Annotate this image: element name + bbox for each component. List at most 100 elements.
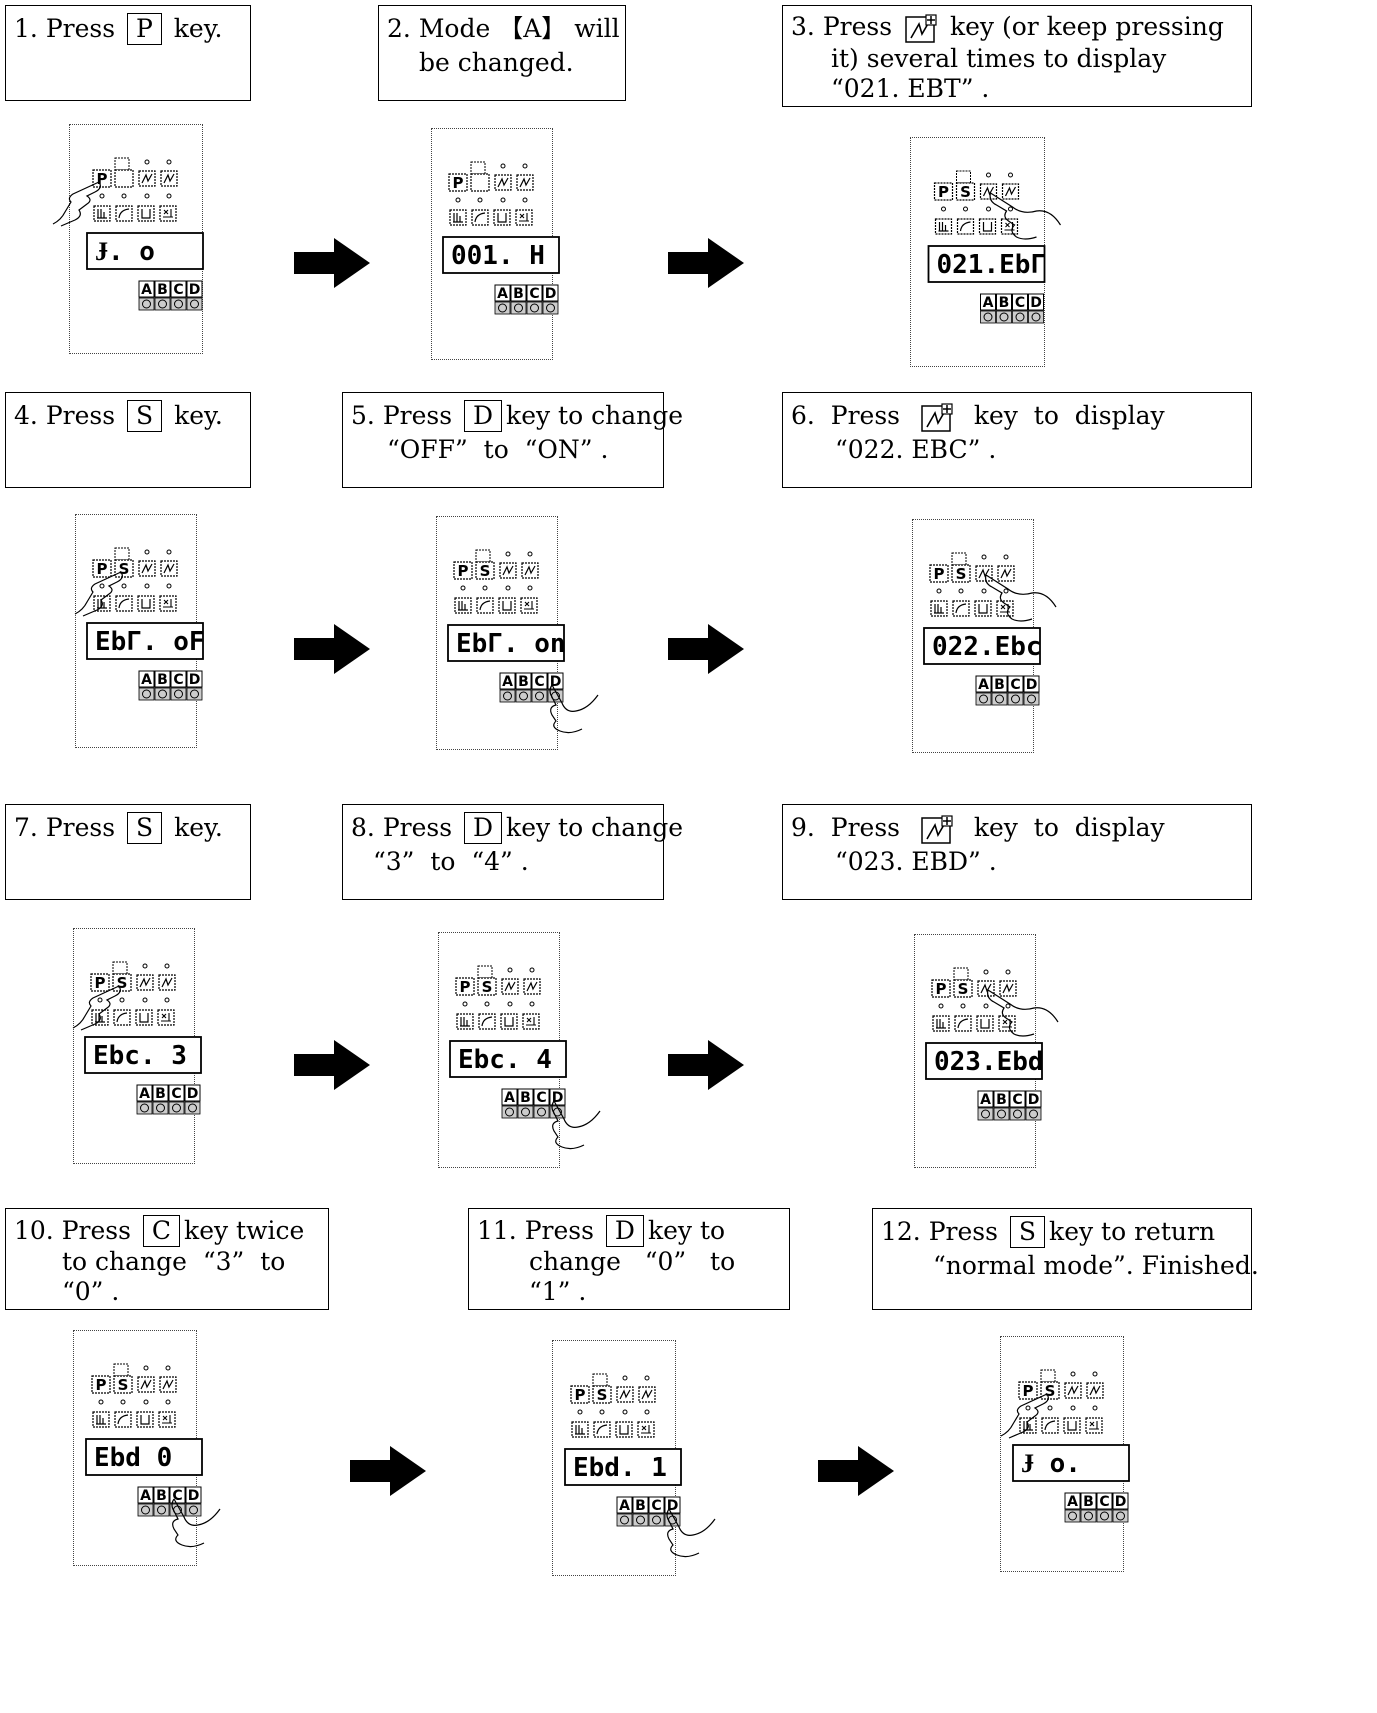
p-key[interactable]: P bbox=[92, 559, 112, 578]
a-key[interactable]: A bbox=[501, 1088, 518, 1119]
curve-key-icon[interactable] bbox=[593, 1421, 611, 1438]
a-key[interactable]: A bbox=[138, 670, 155, 701]
b-key[interactable]: B bbox=[154, 670, 171, 701]
trim-key-icon[interactable] bbox=[522, 1013, 540, 1030]
trim-key-icon[interactable] bbox=[520, 597, 538, 614]
trim-key-icon[interactable] bbox=[998, 1015, 1016, 1032]
stitch-plus-key-icon[interactable] bbox=[160, 170, 178, 187]
stitch-plus-key-icon[interactable] bbox=[1086, 1382, 1104, 1399]
a-key[interactable]: A bbox=[494, 284, 511, 315]
a-key[interactable]: A bbox=[136, 1084, 153, 1115]
stitch-key-icon[interactable] bbox=[494, 174, 512, 191]
backtack-key-icon[interactable] bbox=[449, 209, 467, 226]
curve-key-icon[interactable] bbox=[476, 597, 494, 614]
s-key[interactable]: S bbox=[592, 1373, 612, 1404]
curve-key-icon[interactable] bbox=[115, 205, 133, 222]
curve-key-icon[interactable] bbox=[954, 1015, 972, 1032]
backtack-key-icon[interactable] bbox=[456, 1013, 474, 1030]
stitch-key-icon[interactable] bbox=[137, 1376, 155, 1393]
stitch-key-icon[interactable] bbox=[136, 974, 154, 991]
stitch-key-icon[interactable] bbox=[975, 565, 993, 582]
trim-key-icon[interactable] bbox=[1085, 1417, 1103, 1434]
s-key[interactable]: S bbox=[475, 549, 495, 580]
curve-key-icon[interactable] bbox=[478, 1013, 496, 1030]
s-key[interactable] bbox=[114, 157, 134, 188]
a-key[interactable]: A bbox=[980, 293, 996, 324]
c-key[interactable]: C bbox=[648, 1496, 665, 1527]
a-key[interactable]: A bbox=[1064, 1492, 1081, 1523]
s-key[interactable] bbox=[470, 161, 490, 192]
b-key[interactable]: B bbox=[154, 280, 171, 311]
backtack-key-icon[interactable] bbox=[930, 600, 948, 617]
bracket-key-icon[interactable] bbox=[978, 218, 997, 235]
b-key[interactable]: B bbox=[632, 1496, 649, 1527]
stitch-plus-key-icon[interactable] bbox=[997, 565, 1015, 582]
p-key[interactable]: P bbox=[570, 1385, 590, 1404]
backtack-key-icon[interactable] bbox=[571, 1421, 589, 1438]
trim-key-icon[interactable] bbox=[515, 209, 533, 226]
stitch-plus-key-icon[interactable] bbox=[159, 1376, 177, 1393]
b-key[interactable]: B bbox=[991, 675, 1008, 706]
s-key[interactable]: S bbox=[951, 552, 971, 583]
bracket-key-icon[interactable] bbox=[493, 209, 511, 226]
stitch-key-icon[interactable] bbox=[616, 1386, 634, 1403]
backtack-key-icon[interactable] bbox=[454, 597, 472, 614]
b-key[interactable]: B bbox=[152, 1084, 169, 1115]
trim-key-icon[interactable] bbox=[159, 205, 177, 222]
curve-key-icon[interactable] bbox=[952, 600, 970, 617]
b-key[interactable]: B bbox=[510, 284, 527, 315]
c-key[interactable]: C bbox=[526, 284, 543, 315]
p-key[interactable]: P bbox=[933, 182, 954, 201]
stitch-key-icon[interactable] bbox=[501, 978, 519, 995]
bracket-key-icon[interactable] bbox=[135, 1009, 153, 1026]
a-key[interactable]: A bbox=[138, 280, 155, 311]
bracket-key-icon[interactable] bbox=[976, 1015, 994, 1032]
bracket-key-icon[interactable] bbox=[136, 1411, 154, 1428]
trim-key-icon[interactable] bbox=[159, 595, 177, 612]
stitch-key-icon[interactable] bbox=[977, 980, 995, 997]
a-key[interactable]: A bbox=[975, 675, 992, 706]
b-key[interactable]: B bbox=[515, 672, 532, 703]
d-key[interactable]: D bbox=[1025, 1090, 1042, 1121]
a-key[interactable]: A bbox=[499, 672, 516, 703]
trim-key-icon[interactable] bbox=[996, 600, 1014, 617]
stitch-plus-key-icon[interactable] bbox=[999, 980, 1017, 997]
d-key[interactable]: D bbox=[1112, 1492, 1129, 1523]
a-key[interactable]: A bbox=[137, 1486, 154, 1517]
p-key[interactable]: P bbox=[448, 173, 468, 192]
trim-key-icon[interactable] bbox=[157, 1009, 175, 1026]
b-key[interactable]: B bbox=[1080, 1492, 1097, 1523]
stitch-key-icon[interactable] bbox=[1064, 1382, 1082, 1399]
s-key[interactable]: S bbox=[477, 965, 497, 996]
backtack-key-icon[interactable] bbox=[92, 1411, 110, 1428]
b-key[interactable]: B bbox=[996, 293, 1012, 324]
trim-key-icon[interactable] bbox=[158, 1411, 176, 1428]
d-key[interactable]: D bbox=[185, 1486, 202, 1517]
s-key[interactable]: S bbox=[113, 1363, 133, 1394]
d-key[interactable]: D bbox=[186, 280, 203, 311]
p-key[interactable]: P bbox=[453, 561, 473, 580]
bracket-key-icon[interactable] bbox=[137, 205, 155, 222]
a-key[interactable]: A bbox=[616, 1496, 633, 1527]
p-key[interactable]: P bbox=[455, 977, 475, 996]
stitch-plus-key-icon[interactable] bbox=[1001, 183, 1020, 200]
c-key[interactable]: C bbox=[170, 280, 187, 311]
p-key[interactable]: P bbox=[91, 1375, 111, 1394]
b-key[interactable]: B bbox=[153, 1486, 170, 1517]
s-key[interactable]: S bbox=[953, 967, 973, 998]
bracket-key-icon[interactable] bbox=[500, 1013, 518, 1030]
c-key[interactable]: C bbox=[170, 670, 187, 701]
p-key[interactable]: P bbox=[92, 169, 112, 188]
stitch-plus-key-icon[interactable] bbox=[523, 978, 541, 995]
bracket-key-icon[interactable] bbox=[137, 595, 155, 612]
curve-key-icon[interactable] bbox=[113, 1009, 131, 1026]
d-key[interactable]: D bbox=[184, 1084, 201, 1115]
d-key[interactable]: D bbox=[542, 284, 559, 315]
trim-key-icon[interactable] bbox=[1000, 218, 1019, 235]
stitch-plus-key-icon[interactable] bbox=[521, 562, 539, 579]
bracket-key-icon[interactable] bbox=[615, 1421, 633, 1438]
backtack-key-icon[interactable] bbox=[932, 1015, 950, 1032]
stitch-key-icon[interactable] bbox=[499, 562, 517, 579]
c-key[interactable]: C bbox=[1009, 1090, 1026, 1121]
bracket-key-icon[interactable] bbox=[974, 600, 992, 617]
